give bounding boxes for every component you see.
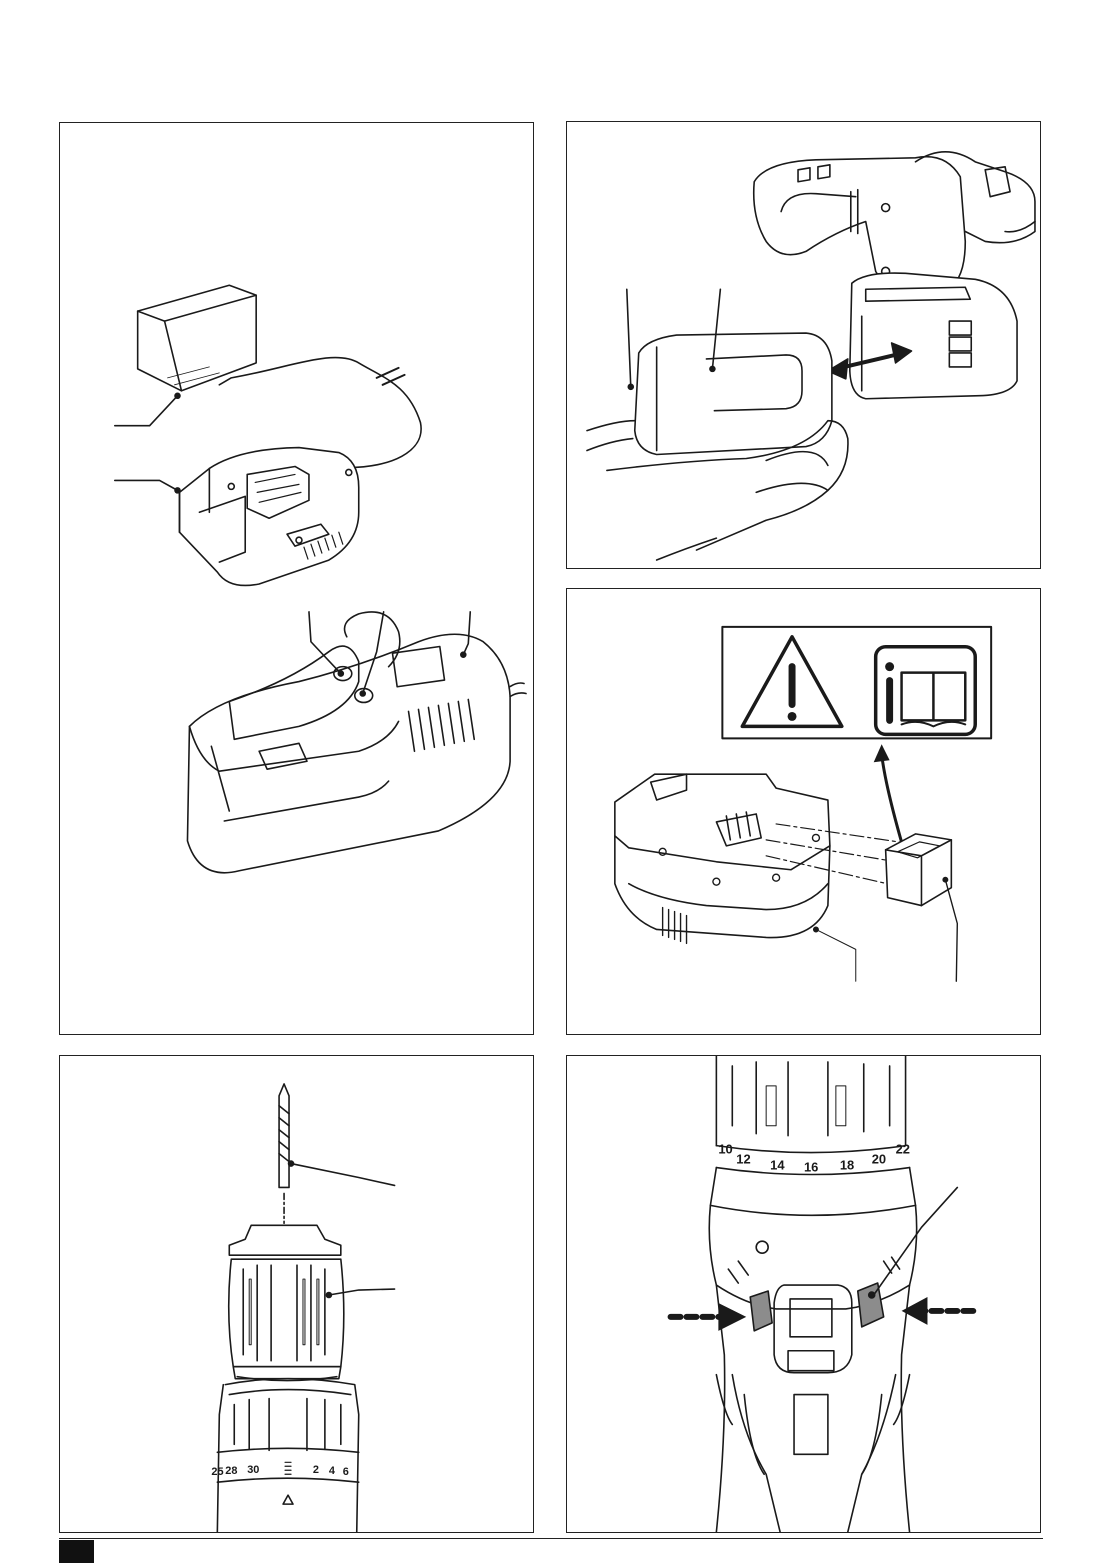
collar-tick-label: 4 (329, 1465, 336, 1477)
collar-tick-label: 25 (211, 1466, 223, 1478)
battery-label-illustration (567, 589, 1040, 1034)
figure-battery-removal (566, 121, 1041, 569)
collar-tick-label: 14 (770, 1158, 785, 1173)
figure-charger-and-plug (59, 122, 534, 1035)
collar-tick-label: 2 (313, 1464, 319, 1476)
bit-insertion-illustration: 25 28 30 2 4 6 (60, 1056, 533, 1532)
page-number-tab (59, 1540, 94, 1563)
collar-tick-label: 22 (896, 1142, 910, 1157)
collar-tick-label: 10 (718, 1142, 732, 1157)
figure-direction-switch: 10 12 14 16 18 20 22 (566, 1055, 1041, 1533)
battery-removal-illustration (567, 122, 1040, 568)
collar-tick-label: 12 (736, 1152, 750, 1167)
footer-rule (59, 1538, 1043, 1539)
collar-tick-label: 16 (804, 1160, 818, 1175)
charger-illustration (60, 123, 533, 1034)
collar-tick-label: 28 (225, 1465, 237, 1477)
collar-tick-label: 30 (247, 1464, 259, 1476)
collar-tick-label: 20 (872, 1152, 886, 1167)
figure-bit-insertion: 25 28 30 2 4 6 (59, 1055, 534, 1533)
collar-tick-label: 6 (343, 1466, 349, 1478)
collar-tick-label: 18 (840, 1158, 854, 1173)
collar-scale-lower: 25 28 30 2 4 6 (211, 1464, 349, 1478)
collar-scale-upper: 10 12 14 16 18 20 22 (718, 1142, 910, 1175)
direction-switch-illustration: 10 12 14 16 18 20 22 (567, 1056, 1040, 1532)
figure-battery-warning-labels (566, 588, 1041, 1035)
